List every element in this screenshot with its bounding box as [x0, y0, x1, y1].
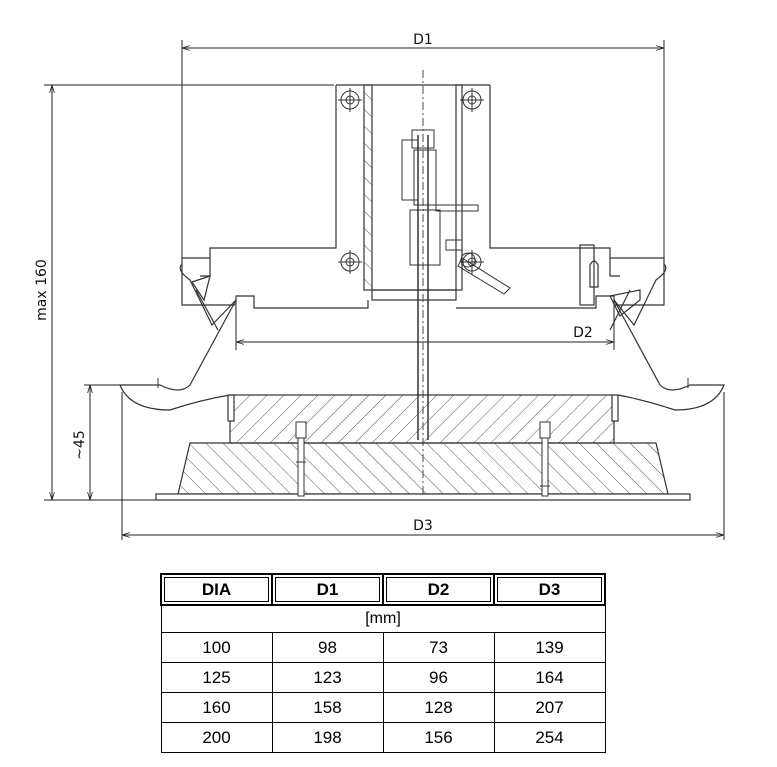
d2-label: D2	[573, 325, 593, 341]
table-cell: 200	[160, 722, 273, 753]
unit-row: [mm]	[160, 604, 606, 633]
table-cell: 100	[160, 632, 273, 663]
height-small-dimension: ~45	[72, 384, 160, 500]
table-row: 160 158 128 207	[160, 692, 606, 723]
flange-marks	[157, 378, 689, 388]
table-cell: 158	[271, 692, 384, 723]
damper-mechanism	[401, 129, 511, 440]
d3-dimension: D3	[121, 392, 725, 540]
bolt-markers	[338, 88, 484, 274]
header-d2: D2	[382, 573, 495, 606]
table-cell: 139	[493, 632, 606, 663]
header-d1: D1	[271, 573, 384, 606]
table-cell: 96	[382, 662, 495, 693]
bolt-marker-top-right	[460, 88, 484, 112]
height-max-dimension: max 160	[34, 84, 334, 501]
bolt-marker-bottom-left	[338, 250, 362, 274]
header-d3: D3	[493, 573, 606, 606]
table-cell: 198	[271, 722, 384, 753]
table-cell: 164	[493, 662, 606, 693]
dimensions-table: DIA D1 D2 D3 [mm] 100 98 73 139 125 123 …	[160, 573, 606, 753]
plenum-box	[181, 84, 665, 309]
diffuser-cone	[155, 442, 691, 501]
height-max-label: max 160	[34, 259, 50, 321]
height-small-label: ~45	[72, 430, 88, 460]
d1-label: D1	[413, 32, 433, 48]
table-header-row: DIA D1 D2 D3	[160, 573, 606, 606]
table-row: 200 198 156 254	[160, 722, 606, 753]
table-cell: 254	[493, 722, 606, 753]
d2-dimension: D2	[235, 306, 615, 350]
fixing-screws	[295, 421, 551, 497]
unit-label: [mm]	[160, 604, 606, 633]
diffuser-plate	[227, 394, 619, 444]
table-cell: 73	[382, 632, 495, 663]
technical-drawing: D1 max 160 ~45 D3 D2	[34, 32, 725, 540]
d1-dimension: D1	[181, 32, 665, 262]
d3-label: D3	[413, 518, 433, 534]
bolt-marker-bottom-right	[460, 250, 484, 274]
table-cell: 98	[271, 632, 384, 663]
table-cell: 125	[160, 662, 273, 693]
bolt-marker-top-left	[338, 88, 362, 112]
table-cell: 156	[382, 722, 495, 753]
table-row: 100 98 73 139	[160, 632, 606, 663]
table-row: 125 123 96 164	[160, 662, 606, 693]
table-cell: 207	[493, 692, 606, 723]
table-cell: 128	[382, 692, 495, 723]
header-dia: DIA	[160, 573, 273, 606]
table-cell: 123	[271, 662, 384, 693]
table-cell: 160	[160, 692, 273, 723]
outer-flange	[119, 263, 725, 411]
